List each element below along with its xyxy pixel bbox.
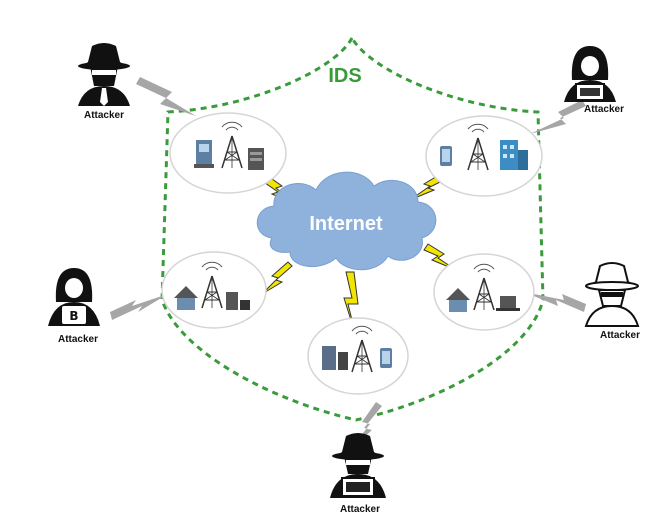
spy-attacker-icon (330, 433, 386, 498)
attack-bolt-bottom (350, 402, 382, 450)
lightning-bolt-mid-right (423, 243, 457, 271)
svg-text:B: B (69, 309, 78, 323)
house-icon (174, 286, 198, 310)
attacker-label: Attacker (340, 504, 380, 515)
network-node-mid-left (161, 251, 267, 329)
network-node-top-left (169, 112, 287, 194)
atm-icon (194, 140, 214, 168)
attacker-label: Attacker (58, 334, 98, 345)
phone-icon (380, 348, 392, 368)
spy-attacker-icon (78, 43, 130, 106)
hooded-attacker-icon (564, 46, 616, 102)
attack-bolt-top-right (530, 100, 586, 134)
internet-cloud: Internet (256, 171, 437, 271)
attacker-top-right: Attacker (564, 46, 624, 115)
network-node-top-right (425, 115, 543, 197)
server-icon (322, 346, 348, 370)
ids-shield-boundary (160, 34, 545, 422)
lightning-bolt-mid-left (261, 261, 293, 295)
laptop-icon (496, 296, 520, 311)
spy-attacker-icon (584, 262, 640, 327)
attacker-label: Attacker (584, 104, 624, 115)
phone-icon (440, 146, 452, 166)
server-icon (226, 292, 250, 310)
attack-bolt-top-left (136, 77, 196, 116)
server-icon (248, 148, 264, 170)
network-node-mid-right (433, 253, 535, 331)
bitcoin-attacker-icon: B (48, 268, 100, 326)
attacker-mid-right: Attacker (584, 262, 640, 341)
internet-label: Internet (309, 213, 383, 235)
attacker-top-left: Attacker (78, 43, 130, 121)
attacker-label: Attacker (84, 110, 124, 121)
house-icon (446, 288, 470, 312)
building-icon (500, 140, 528, 170)
network-node-bottom (307, 317, 409, 395)
attacker-bottom: Attacker (330, 433, 386, 515)
ids-label: IDS (328, 65, 361, 87)
attacker-mid-left: B Attacker (48, 268, 100, 345)
attack-bolt-mid-left (110, 294, 168, 320)
attacker-label: Attacker (600, 330, 640, 341)
attack-bolt-mid-right (524, 292, 586, 312)
